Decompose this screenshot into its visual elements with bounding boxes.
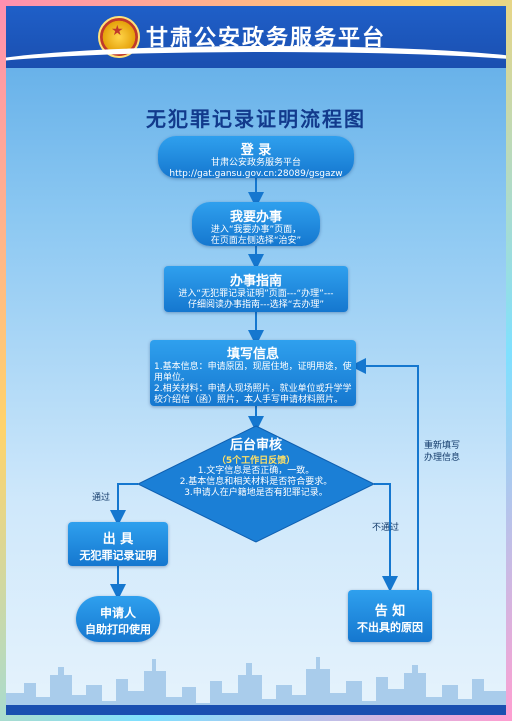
step-login-title: 登 录 xyxy=(240,143,272,158)
step-review-line2: 2.基本信息和相关材料是否符合要求。 xyxy=(179,477,333,487)
edge-label-fail: 不通过 xyxy=(372,523,400,533)
step-review: 后台审核 （5个工作日反馈） 1.文字信息是否正确，一致。 2.基本信息和相关材… xyxy=(166,434,346,499)
step-fill-title: 填写信息 xyxy=(226,347,279,362)
arrow-notify-to-fill xyxy=(350,358,419,592)
step-guide-line2: 仔细阅读办事指南---选择“去办理” xyxy=(187,300,325,310)
page-title: 无犯罪记录证明流程图 xyxy=(146,107,366,131)
edge-label-refill-2: 办理信息 xyxy=(424,453,461,463)
step-my-tasks-line1: 进入“我要办事”页面， xyxy=(210,225,302,235)
step-fill-line3: 2.相关材料：申请人现场照片，就业单位或升学学 xyxy=(154,384,352,394)
poster-frame: ★ 甘肃公安政务服务平台 无犯罪记录证明流程图 登 录 甘肃公安政务服务平台 h… xyxy=(6,6,506,715)
step-review-badge: （5个工作日反馈） xyxy=(216,456,296,466)
step-my-tasks-line2: 在页面左侧选择“治安” xyxy=(210,236,302,246)
step-guide-line1: 进入“无犯罪记录证明”页面---“办理”--- xyxy=(178,289,334,299)
step-review-title: 后台审核 xyxy=(229,438,282,453)
step-print: 申请人 自助打印使用 xyxy=(76,596,160,642)
step-login: 登 录 甘肃公安政务服务平台 http://gat.gansu.gov.cn:2… xyxy=(158,136,354,179)
step-fill-info: 填写信息 1.基本信息：申请原因，现居住地，证明用途，使 用单位。 2.相关材料… xyxy=(150,340,356,406)
step-issue: 出 具 无犯罪记录证明 xyxy=(68,522,168,566)
arrow-review-to-issue xyxy=(110,483,138,526)
review-diamond xyxy=(136,425,376,543)
step-login-url: http://gat.gansu.gov.cn:28089/gsgazw xyxy=(169,169,343,179)
step-notify-title: 告 知 xyxy=(374,604,406,619)
header-divider xyxy=(6,46,506,92)
flow-connectors xyxy=(110,178,419,600)
step-fill-line2: 用单位。 xyxy=(154,373,191,383)
step-notify: 告 知 不出具的原因 xyxy=(348,590,432,642)
edge-label-refill-1: 重新填写 xyxy=(424,441,461,451)
step-fill-line1: 1.基本信息：申请原因，现居住地，证明用途，使 xyxy=(154,362,352,372)
step-review-line3: 3.申请人在户籍地是否有犯罪记录。 xyxy=(184,488,328,498)
city-skyline-illustration xyxy=(6,657,506,715)
step-issue-title: 出 具 xyxy=(102,532,134,547)
step-notify-line1: 不出具的原因 xyxy=(357,621,423,634)
step-issue-line1: 无犯罪记录证明 xyxy=(79,549,157,562)
step-my-tasks-title: 我要办事 xyxy=(229,210,282,225)
step-fill-line4: 校介绍信（函）照片，本人手写申请材料照片。 xyxy=(154,395,344,405)
edge-label-pass: 通过 xyxy=(92,493,111,503)
step-my-tasks: 我要办事 进入“我要办事”页面， 在页面左侧选择“治安” xyxy=(192,202,320,246)
step-print-title: 申请人 xyxy=(99,606,136,620)
step-guide-title: 办事指南 xyxy=(229,274,282,289)
step-login-line1: 甘肃公安政务服务平台 xyxy=(210,158,301,168)
step-review-line1: 1.文字信息是否正确，一致。 xyxy=(197,466,315,476)
step-print-line1: 自助打印使用 xyxy=(85,623,151,636)
step-guide: 办事指南 进入“无犯罪记录证明”页面---“办理”--- 仔细阅读办事指南---… xyxy=(164,266,348,312)
arrow-review-to-notify xyxy=(374,483,398,592)
footer-bar xyxy=(6,705,506,715)
